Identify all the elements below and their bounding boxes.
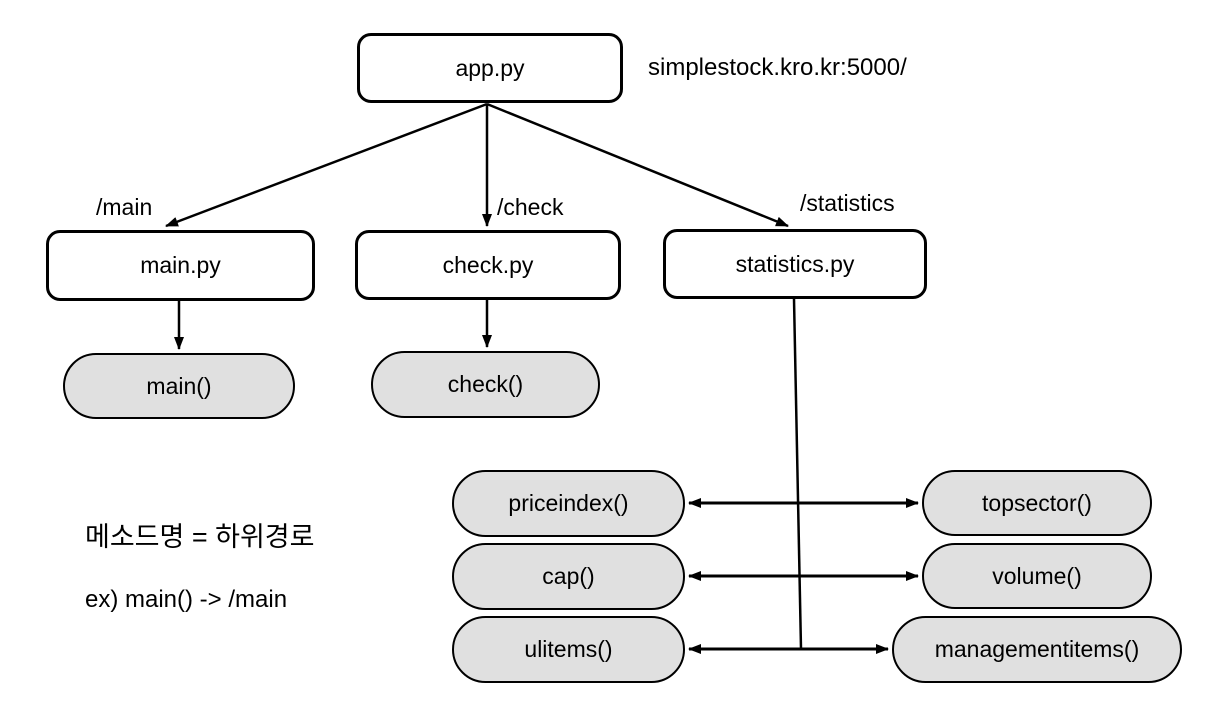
node-main-py-label: main.py: [140, 252, 221, 278]
pill-cap-label: cap(): [542, 563, 595, 589]
node-main-py: main.py: [46, 230, 315, 301]
pill-priceindex: priceindex(): [452, 470, 685, 537]
node-app-py: app.py: [357, 33, 623, 103]
note-example: ex) main() -> /main: [85, 586, 288, 613]
route-label-check: /check: [497, 194, 564, 220]
connector-app-main: [165, 102, 488, 228]
pill-ulitems: ulitems(): [452, 616, 685, 683]
pill-topsector: topsector(): [922, 470, 1152, 536]
node-statistics-py-label: statistics.py: [735, 250, 855, 277]
pill-main-fn-label: main(): [146, 372, 212, 399]
pill-ulitems-label: ulitems(): [524, 636, 613, 662]
connector-statistics-branch: [792, 298, 803, 650]
node-check-py-label: check.py: [442, 251, 534, 278]
route-label-statistics: /statistics: [800, 190, 895, 216]
pill-priceindex-label: priceindex(): [508, 490, 629, 516]
pill-check-fn-label: check(): [447, 371, 524, 397]
pill-managementitems-label: managementitems(): [934, 636, 1140, 662]
pill-managementitems: managementitems(): [892, 616, 1182, 683]
node-app-py-label: app.py: [455, 54, 525, 81]
pill-check-fn: check(): [371, 351, 600, 418]
note-method-rule: 메소드명 = 하위경로: [85, 522, 315, 552]
node-check-py: check.py: [355, 230, 621, 300]
pill-volume: volume(): [922, 543, 1152, 609]
route-label-main: /main: [96, 194, 153, 220]
pill-cap: cap(): [452, 543, 685, 610]
pill-volume-label: volume(): [992, 562, 1082, 589]
pill-main-fn: main(): [63, 353, 295, 419]
server-url-text: simplestock.kro.kr:5000/: [648, 54, 907, 81]
node-statistics-py: statistics.py: [663, 229, 927, 299]
pill-topsector-label: topsector(): [982, 489, 1092, 516]
